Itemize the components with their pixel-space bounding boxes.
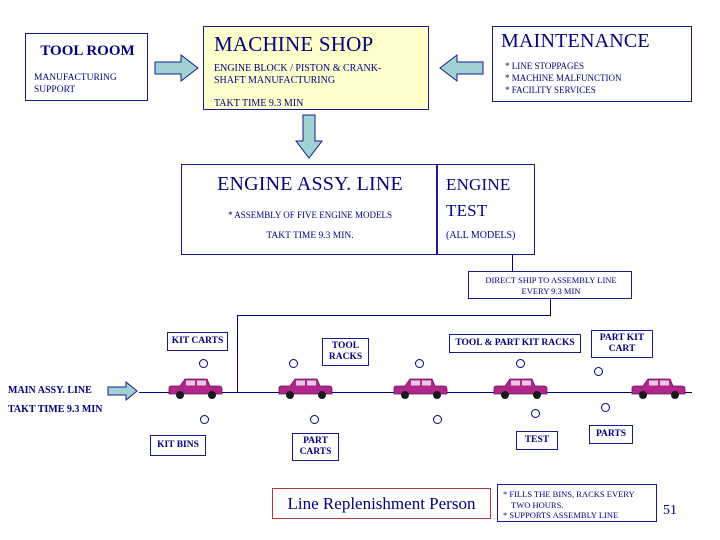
station-circle-above-4 (516, 359, 525, 368)
station-circle-above-1 (199, 359, 208, 368)
label-test-text: TEST (524, 435, 550, 446)
connector-test-to-direct-ship-vertical (512, 255, 513, 271)
machine-shop-desc-line2: SHAFT MANUFACTURING (214, 75, 336, 86)
arrow-maintenance-to-machine-shop (439, 53, 484, 83)
engine-assy-title: ENGINE ASSY. LINE (217, 173, 403, 195)
machine-shop-title: MACHINE SHOP (214, 32, 374, 56)
note-line-1: * FILLS THE BINS, RACKS EVERY (503, 489, 635, 499)
main-assy-line-label: MAIN ASSY. LINE (8, 385, 92, 396)
note-line-2: TWO HOURS. (511, 499, 564, 510)
label-part-carts-line2: CARTS (299, 447, 332, 457)
car-4 (493, 378, 548, 399)
engine-test-subtitle: (ALL MODELS) (446, 230, 516, 241)
machine-shop-box: MACHINE SHOP ENGINE BLOCK / PISTON & CRA… (203, 26, 429, 110)
label-parts-text: PARTS (595, 429, 627, 440)
note-line-3: * SUPPORTS ASSEMBLY LINE (503, 510, 619, 521)
direct-ship-line1: DIRECT SHIP TO ASSEMBLY LINE (485, 275, 617, 285)
station-circle-above-3 (415, 359, 424, 368)
replenishment-notes-box: * FILLS THE BINS, RACKS EVERY TWO HOURS.… (497, 484, 657, 522)
machine-shop-desc-line1: ENGINE BLOCK / PISTON & CRANK- (214, 63, 382, 74)
car-1 (168, 378, 223, 399)
label-part-carts-line1: PART (303, 436, 328, 447)
label-part-kit-cart: PART KIT CART (591, 330, 653, 358)
tool-room-subtitle-line1: MANUFACTURING (34, 73, 117, 83)
arrow-machine-shop-to-engine-assy (294, 114, 324, 159)
engine-test-title-line2: TEST (446, 201, 488, 220)
main-assy-takt-label: TAKT TIME 9.3 MIN (8, 404, 103, 415)
connector-direct-ship-horizontal (237, 315, 551, 316)
label-kit-bins: KIT BINS (150, 435, 206, 456)
label-tool-racks-line2: RACKS (328, 352, 363, 362)
station-circle-below-4 (531, 409, 540, 418)
connector-to-main-line-vertical (237, 315, 238, 393)
direct-ship-line2: EVERY 9.3 MIN (521, 286, 581, 296)
label-tool-racks: TOOL RACKS (322, 338, 369, 366)
station-circle-below-3 (433, 415, 442, 424)
tool-room-title: TOOL ROOM (40, 43, 135, 59)
direct-ship-box: DIRECT SHIP TO ASSEMBLY LINE EVERY 9.3 M… (468, 271, 632, 299)
engine-assy-line-box: ENGINE ASSY. LINE * ASSEMBLY OF FIVE ENG… (181, 164, 437, 255)
maintenance-bullet-list: * LINE STOPPAGES * MACHINE MALFUNCTION *… (505, 60, 622, 96)
arrow-tool-room-to-machine-shop (154, 53, 199, 83)
station-circle-below-5 (601, 403, 610, 412)
line-replenishment-person-label: Line Replenishment Person (287, 493, 476, 513)
maintenance-box: MAINTENANCE * LINE STOPPAGES * MACHINE M… (492, 26, 692, 102)
label-kit-bins-text: KIT BINS (157, 440, 199, 451)
page-number: 51 (663, 503, 677, 518)
line-replenishment-person-box: Line Replenishment Person (272, 488, 491, 519)
tool-room-subtitle-line2: SUPPORT (34, 85, 76, 95)
station-circle-above-2 (289, 359, 298, 368)
label-parts: PARTS (589, 425, 633, 444)
car-2 (278, 378, 333, 399)
label-kit-carts: KIT CARTS (167, 332, 228, 351)
maintenance-bullet-2: * FACILITY SERVICES (505, 85, 596, 96)
station-circle-above-5 (594, 367, 603, 376)
tool-room-box: TOOL ROOM MANUFACTURING SUPPORT (25, 33, 148, 101)
car-5 (631, 378, 686, 399)
engine-test-box: ENGINE TEST (ALL MODELS) (437, 164, 535, 255)
label-part-kit-cart-line2: CART (608, 344, 636, 354)
car-3 (393, 378, 448, 399)
label-tool-part-kit-racks-text: TOOL & PART KIT RACKS (455, 338, 575, 349)
engine-test-title-line1: ENGINE (446, 175, 511, 194)
machine-shop-takt: TAKT TIME 9.3 MIN (214, 98, 304, 109)
station-circle-below-1 (200, 415, 209, 424)
engine-assy-bullet: * ASSEMBLY OF FIVE ENGINE MODELS (227, 210, 393, 220)
label-test: TEST (516, 431, 558, 450)
label-kit-carts-text: KIT CARTS (171, 336, 224, 347)
engine-assy-takt: TAKT TIME 9.3 MIN. (266, 231, 354, 241)
label-tool-racks-line1: TOOL (331, 341, 360, 352)
station-circle-below-2 (310, 415, 319, 424)
label-part-carts: PART CARTS (292, 433, 339, 461)
label-part-kit-cart-line1: PART KIT (599, 333, 645, 344)
maintenance-title: MAINTENANCE (501, 30, 650, 52)
arrow-main-assy-line (107, 380, 138, 402)
maintenance-bullet-0: * LINE STOPPAGES (505, 61, 585, 71)
label-tool-part-kit-racks: TOOL & PART KIT RACKS (449, 334, 581, 353)
maintenance-bullet-1: * MACHINE MALFUNCTION (505, 73, 622, 84)
connector-direct-ship-vertical (550, 299, 551, 315)
